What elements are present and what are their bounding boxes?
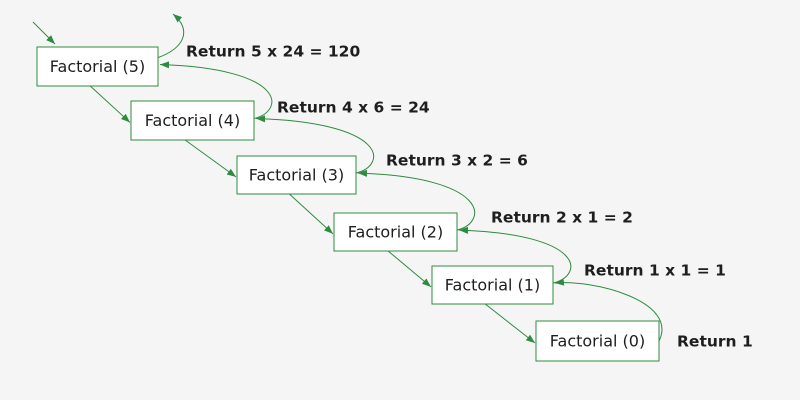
entry-call-arrow [32,21,56,45]
call-box [333,212,458,252]
return-arrow-5 [554,278,663,342]
return-arrow-3 [357,169,476,231]
call-node: Factorial (3) [236,155,357,195]
call-arrow-3 [387,250,432,288]
return-label: Return 5 x 24 = 120 [186,43,360,61]
return-label: Return 1 x 1 = 1 [584,262,726,280]
call-node: Factorial (0) [535,320,660,362]
call-label: Factorial (0) [550,332,645,351]
call-arrow-0 [89,85,131,123]
return-label: Return 3 x 2 = 6 [386,152,528,170]
call-box [431,265,554,305]
final-return-arrow [156,13,185,59]
call-box [535,320,660,362]
return-arrow-2 [255,115,375,174]
call-box [130,100,255,141]
call-box [236,155,357,195]
return-arrow-1 [159,61,273,120]
call-node: Factorial (4) [130,100,255,141]
return-label: Return 2 x 1 = 2 [491,209,633,227]
call-node: Factorial (2) [333,212,458,252]
call-arrow-4 [484,303,536,344]
call-label: Factorial (1) [445,276,540,295]
call-arrow-1 [184,139,237,178]
connectors [32,13,663,344]
call-box [36,46,159,87]
call-label: Factorial (5) [50,57,145,76]
return-label: Return 4 x 6 = 24 [277,99,430,117]
call-node: Factorial (5) [36,46,159,87]
call-boxes: Factorial (5) Factorial (4) Factorial (3) F… [36,46,660,362]
call-label: Factorial (4) [145,111,240,130]
call-label: Factorial (2) [348,223,443,242]
call-node: Factorial (1) [431,265,554,305]
call-label: Factorial (3) [249,166,344,185]
call-arrow-2 [289,193,334,235]
return-label: Return 1 [677,333,753,351]
